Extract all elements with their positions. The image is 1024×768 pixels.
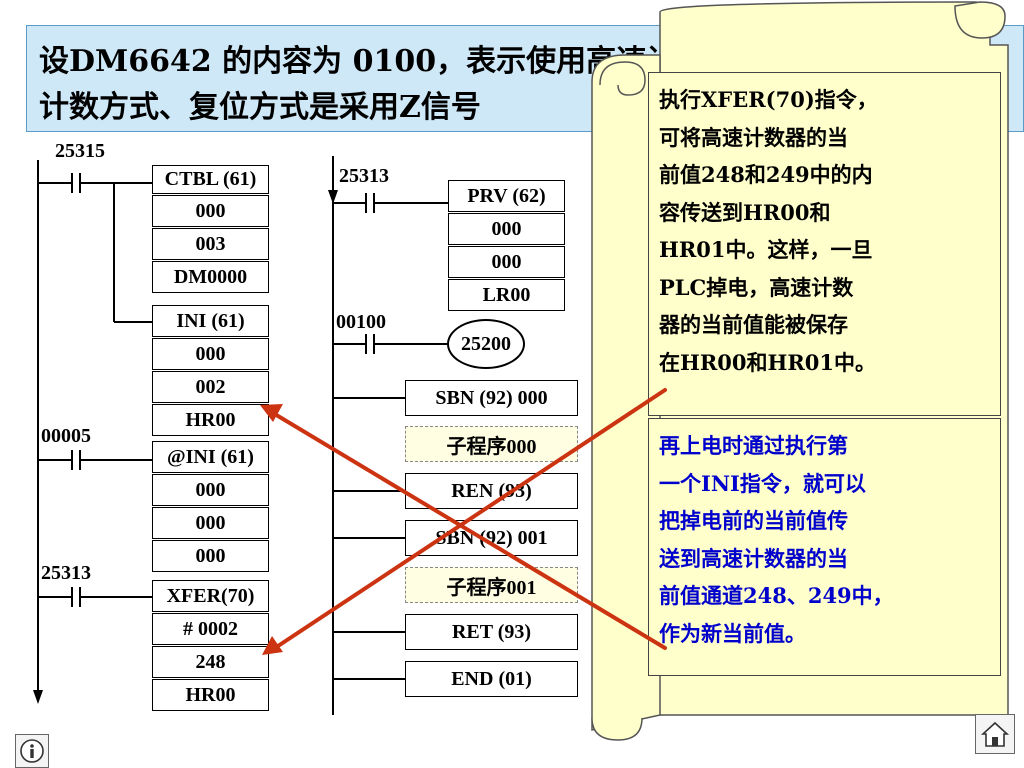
ret-instruction: RET (93) (405, 614, 578, 650)
contact-label: 00005 (41, 425, 91, 447)
info-button[interactable] (15, 734, 49, 768)
sbn-instruction: SBN (92) 001 (405, 520, 578, 556)
note-line: 前值248和249中的内 (659, 162, 873, 187)
arrow-note-to-ini (271, 411, 667, 650)
contact-label: 00100 (336, 311, 386, 333)
output-coil: 25200 (447, 319, 525, 369)
arrow-xfer-to-note (273, 388, 667, 650)
ini-operand: 000 (152, 338, 269, 370)
xfer-instruction: XFER(70) (152, 580, 269, 612)
xfer-operand: 248 (152, 646, 269, 678)
note-line: 再上电时通过执行第 (659, 433, 848, 458)
home-button[interactable] (975, 714, 1015, 754)
note-line: 器的当前值能被保存 (659, 312, 848, 337)
note-line: PLC掉电，高速计数 (659, 274, 854, 300)
note-line: 容传送到HR00和 (659, 199, 831, 225)
contact-label: 25315 (55, 140, 105, 162)
subroutine-label: 子程序000 (405, 426, 578, 462)
prv-instruction: PRV (62) (448, 180, 565, 212)
note-line: 送到高速计数器的当 (659, 545, 848, 571)
xfer-operand: HR00 (152, 679, 269, 711)
prv-operand: 000 (448, 246, 565, 278)
sbn-instruction: SBN (92) 000 (405, 380, 578, 416)
end-instruction: END (01) (405, 661, 578, 697)
prv-operand: LR00 (448, 279, 565, 311)
info-icon (20, 739, 44, 763)
ctbl-operand: 003 (152, 228, 269, 260)
ini-operand: HR00 (152, 404, 269, 436)
note-line: 可将高速计数器的当 (659, 124, 848, 150)
ctbl-instruction: CTBL (61) (152, 165, 269, 194)
contact-label: 25313 (41, 562, 91, 584)
note-line: HR01中。这样，一旦 (659, 237, 873, 262)
ini2-operand: 000 (152, 474, 269, 506)
note-xfer-explanation: 执行XFER(70)指令， 可将高速计数器的当 前值248和249中的内 容传送… (648, 72, 1001, 416)
note-line: 把掉电前的当前值传 (659, 508, 848, 533)
arrowhead-icon (260, 404, 283, 422)
title-line-2: 计数方式、复位方式是采用Z信号 (39, 90, 481, 125)
contact-label: 25313 (339, 165, 389, 187)
ini-operand: 002 (152, 371, 269, 403)
note-line: 前值通道248、249中， (659, 583, 894, 608)
ini2-operand: 000 (152, 540, 269, 572)
ini2-operand: 000 (152, 507, 269, 539)
note-line: 执行XFER(70)指令， (659, 87, 878, 112)
note-line: 一个INI指令，就可以 (659, 470, 866, 496)
xfer-operand: # 0002 (152, 613, 269, 645)
ini2-instruction: @INI (61) (152, 441, 269, 473)
prv-operand: 000 (448, 213, 565, 245)
note-line: 在HR00和HR01中。 (659, 349, 877, 375)
ini-instruction: INI (61) (152, 305, 269, 337)
arrowhead-icon (262, 636, 283, 655)
note-ini-explanation: 再上电时通过执行第 一个INI指令，就可以 把掉电前的当前值传 送到高速计数器的… (648, 418, 1001, 676)
home-icon (980, 721, 1010, 747)
ctbl-operand: DM0000 (152, 261, 269, 293)
subroutine-label: 子程序001 (405, 567, 578, 603)
ctbl-operand: 000 (152, 195, 269, 227)
note-line: 作为新当前值。 (659, 620, 806, 646)
